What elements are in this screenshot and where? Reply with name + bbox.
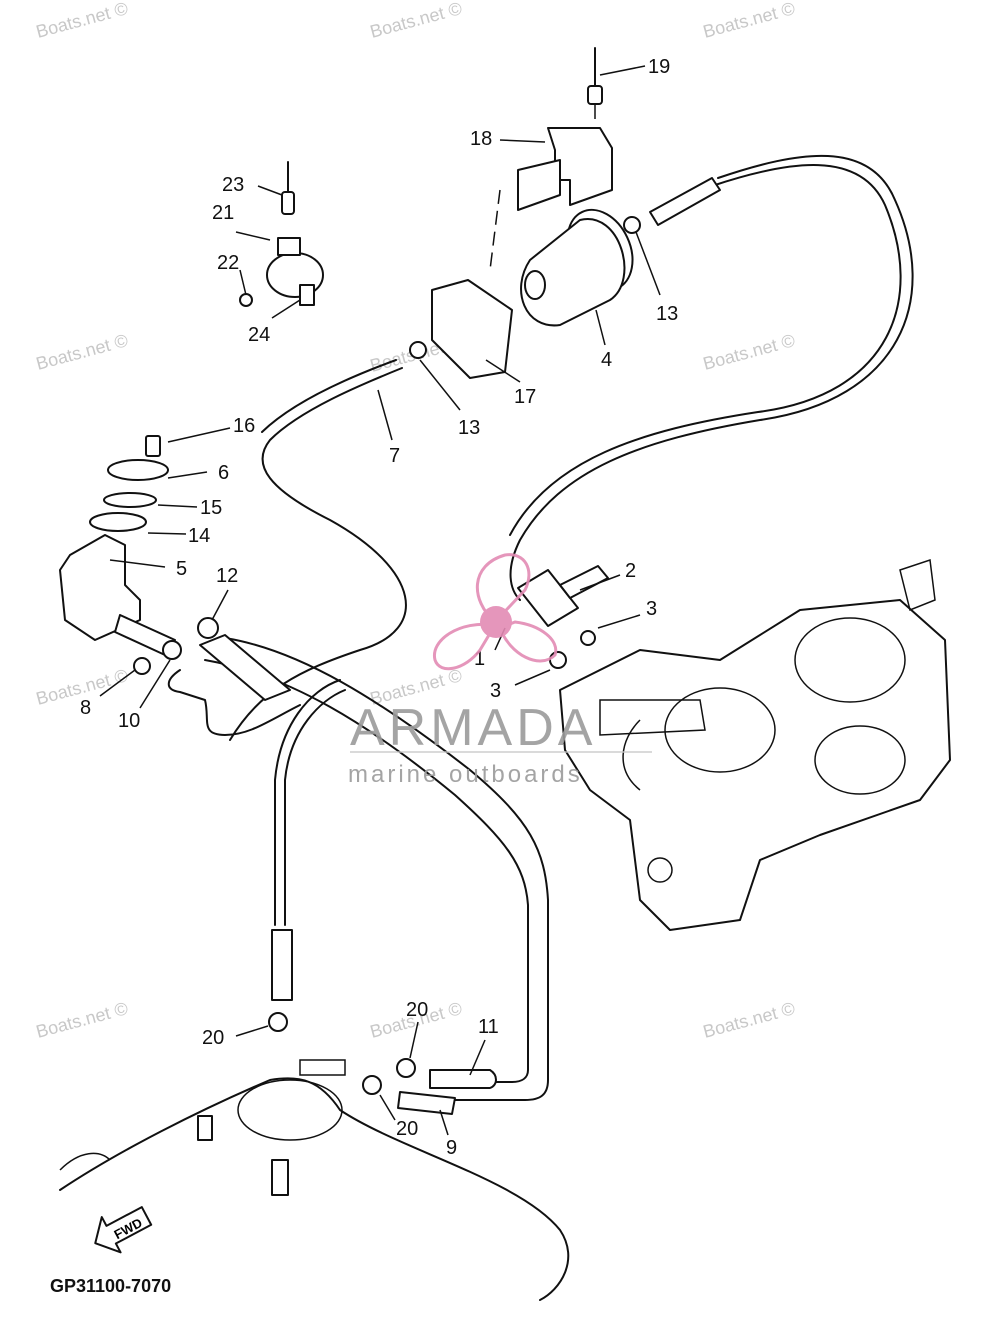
callout-5: 5 (176, 558, 187, 580)
fuel-filter-group (409, 47, 721, 379)
callouts: 1 2 3 3 4 5 6 7 8 9 10 11 12 13 13 14 15… (80, 56, 678, 1159)
callout-11: 11 (478, 1016, 499, 1038)
callout-12: 12 (216, 565, 238, 587)
watermark-text: Boats.net © (34, 330, 130, 374)
callout-9: 9 (446, 1137, 457, 1159)
callout-1: 1 (474, 648, 485, 670)
callout-3: 3 (490, 680, 501, 702)
callout-4: 4 (601, 349, 612, 371)
callout-7: 7 (389, 445, 400, 467)
callout-20: 20 (202, 1027, 224, 1049)
callout-8: 8 (80, 697, 91, 719)
hull-outline (59, 1059, 570, 1301)
callout-14: 14 (188, 525, 210, 547)
watermark-text: Boats.net © (34, 0, 130, 42)
watermark-text: Boats.net © (368, 0, 464, 42)
propeller-logo (433, 553, 558, 671)
callout-13: 13 (656, 303, 678, 325)
brand-name: ARMADA (350, 699, 596, 757)
callout-24: 24 (248, 324, 270, 346)
watermark-text: Boats.net © (34, 998, 130, 1042)
callout-20: 20 (396, 1118, 418, 1140)
clamps (133, 617, 596, 1095)
hoses (167, 154, 914, 1101)
callout-21: 21 (212, 202, 234, 224)
callout-20: 20 (406, 999, 428, 1021)
regulator-group (59, 435, 176, 656)
brand-tagline: marine outboards (348, 761, 583, 788)
callout-22: 22 (217, 252, 239, 274)
diagram-code: GP31100-7070 (50, 1276, 171, 1296)
callout-23: 23 (222, 174, 244, 196)
watermark-text: Boats.net © (701, 0, 797, 42)
callout-6: 6 (218, 462, 229, 484)
callout-3: 3 (646, 598, 657, 620)
brand-watermark: ARMADA marine outboards (348, 553, 652, 788)
throttle-body (559, 558, 951, 931)
watermark-text: Boats.net © (701, 998, 797, 1042)
callout-19: 19 (648, 56, 670, 78)
callout-15: 15 (200, 497, 222, 519)
clamp-group (239, 161, 324, 307)
callout-13: 13 (458, 417, 480, 439)
watermark-text: Boats.net © (701, 330, 797, 374)
assembly-lines (489, 105, 596, 271)
callout-18: 18 (470, 128, 492, 150)
leader-lines (99, 65, 661, 1136)
callout-17: 17 (514, 386, 536, 408)
fwd-arrow: FWD (94, 1206, 153, 1254)
callout-16: 16 (233, 415, 255, 437)
hose-pieces (197, 565, 609, 1196)
callout-2: 2 (625, 560, 636, 582)
callout-10: 10 (118, 710, 140, 732)
